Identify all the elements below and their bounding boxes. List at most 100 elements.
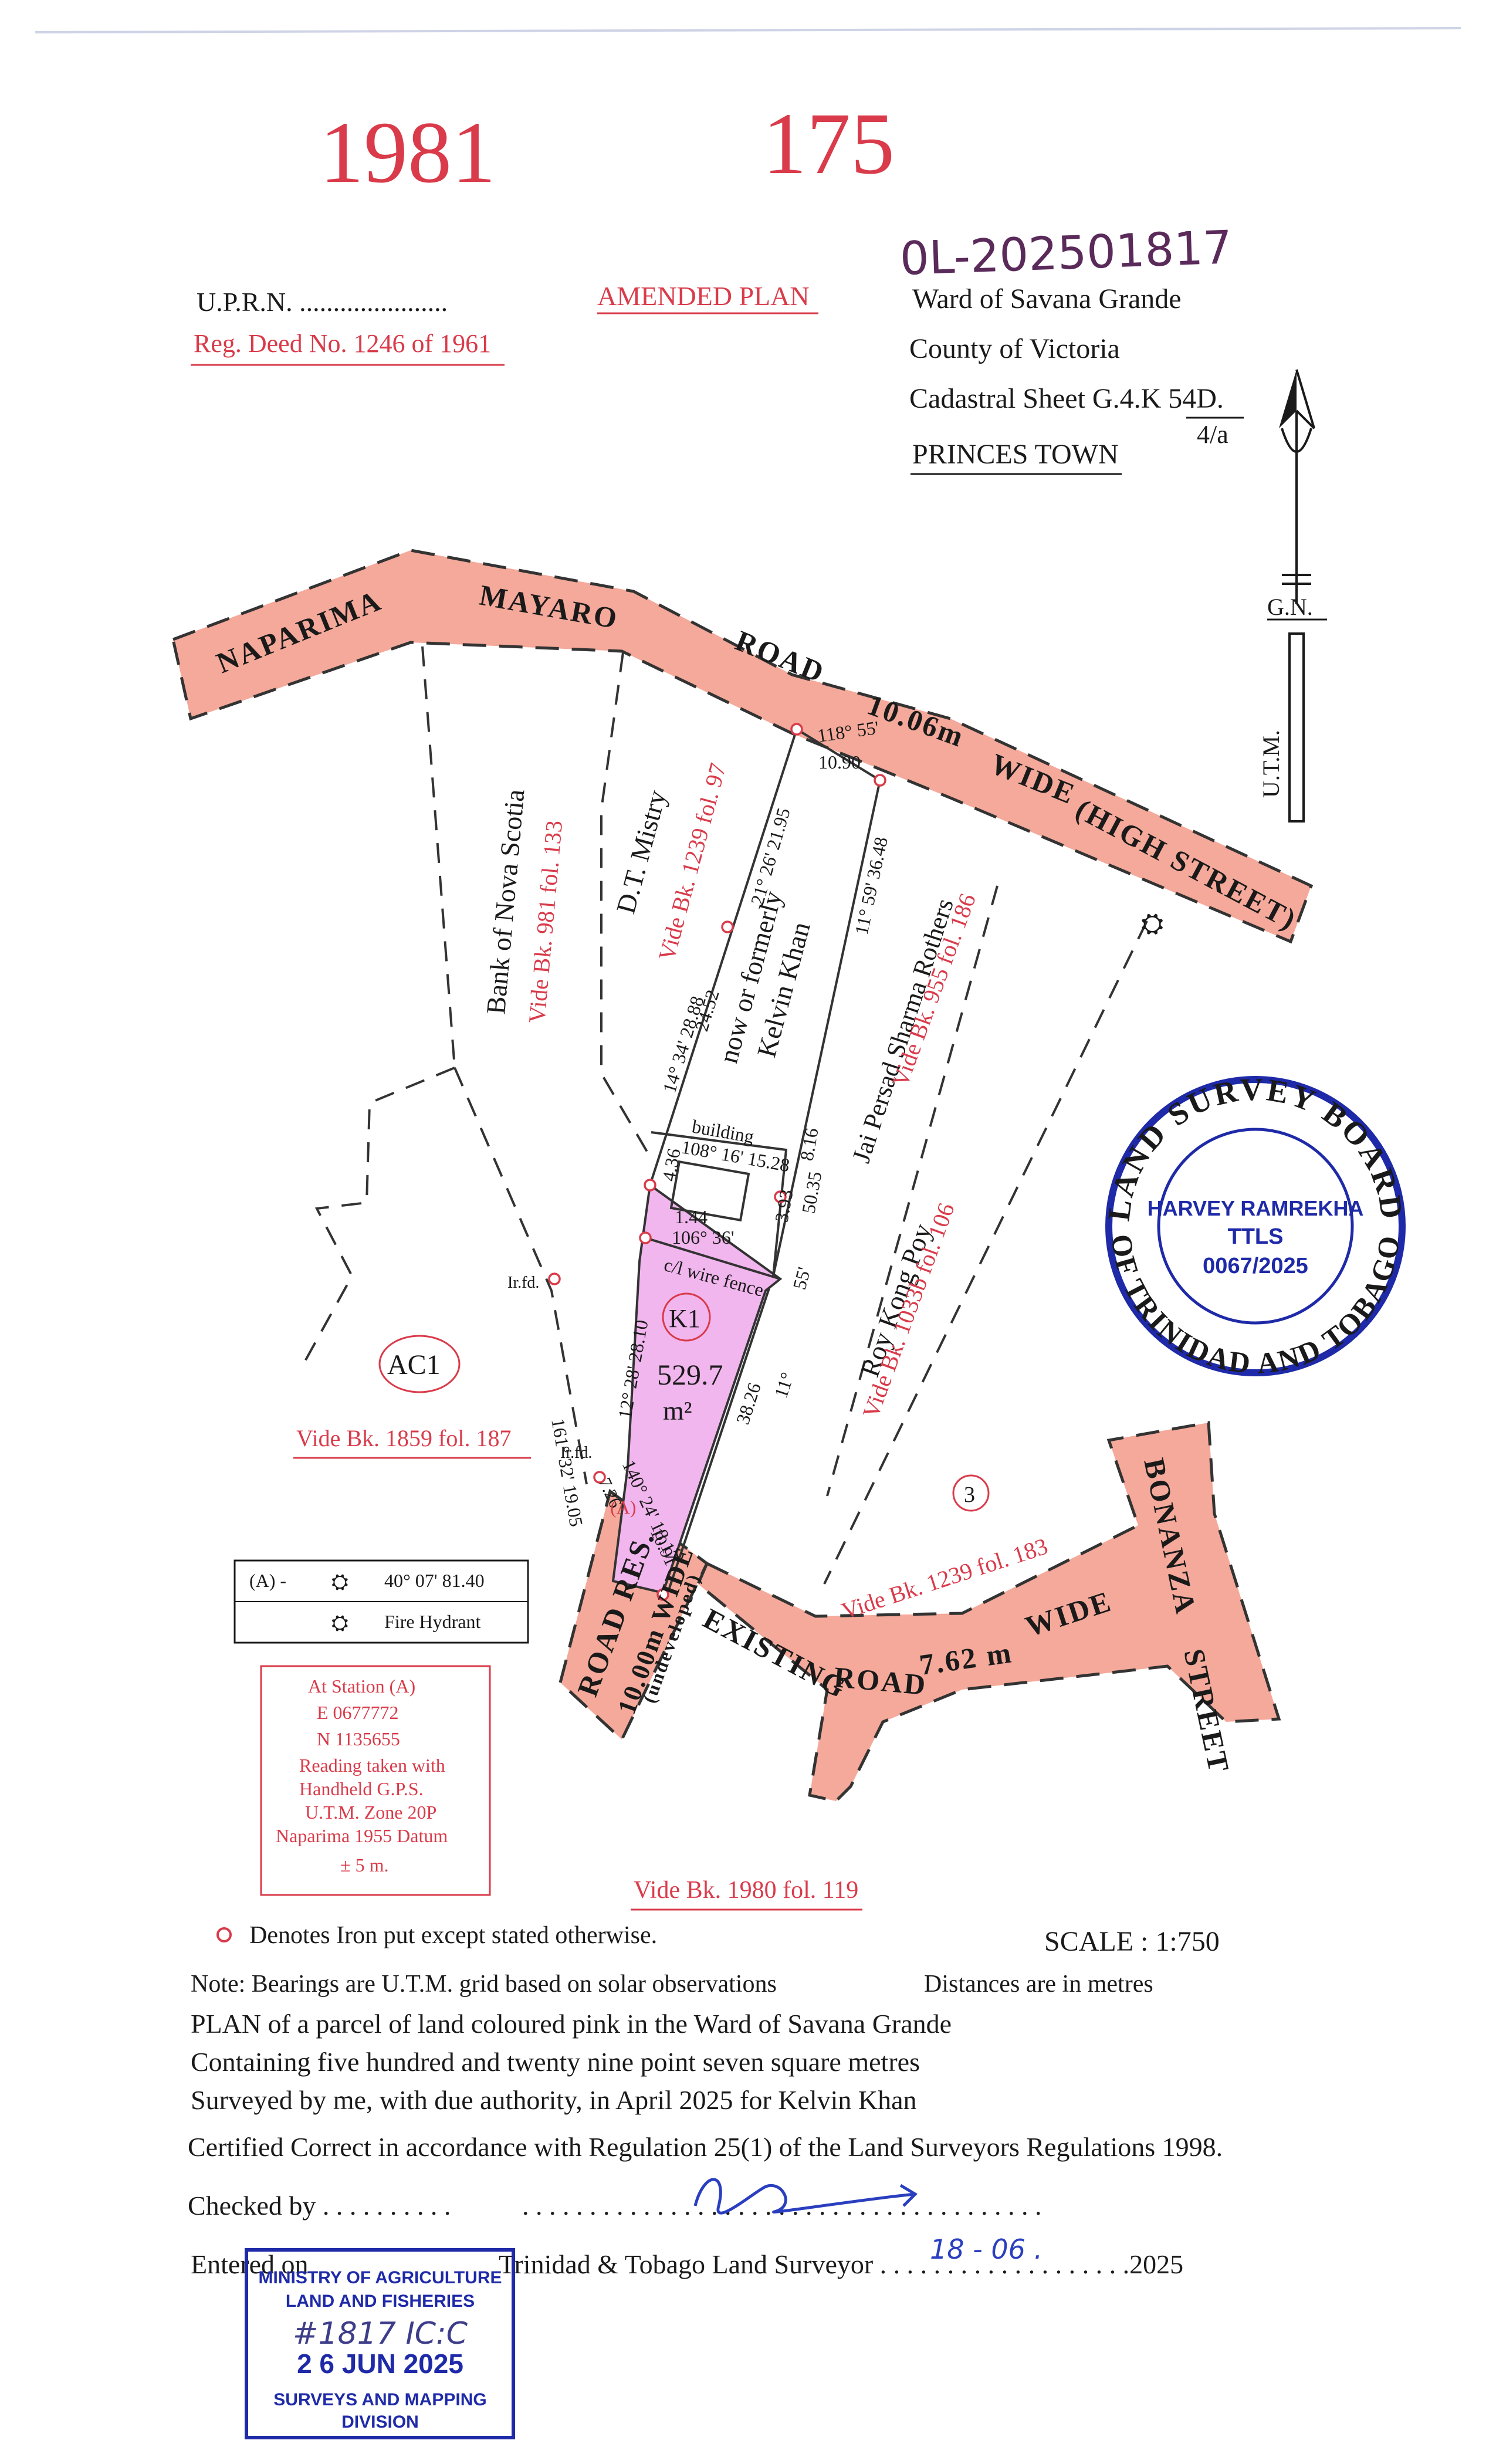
measure-11: 50.35 [797, 1170, 825, 1215]
entered-on: Entered on [191, 2249, 309, 2279]
iron-legend-icon [216, 1927, 232, 1942]
legend-hydrant-label: Fire Hydrant [384, 1611, 481, 1632]
ministry-line-3: #1817 IC:C [293, 2316, 468, 2351]
naparima-mayaro-road [171, 549, 1314, 944]
legend-station-icon: ⛭ [331, 1570, 348, 1594]
handwritten-date: 18 - 06 . [930, 2233, 1043, 2265]
stamp-name: HARVEY RAMREKHA [1148, 1196, 1364, 1220]
checked-by: Checked by . . . . . . . . . . [188, 2191, 451, 2221]
stamp-title: TTLS [1228, 1224, 1284, 1249]
legend-station-label: (A) - [249, 1570, 286, 1591]
owner-mistry-ref: Vide Bk. 1239 fol. 97 [653, 760, 731, 963]
surveyor-line: Trinidad & Tobago Land Surveyor . . . . … [499, 2249, 1183, 2279]
boundary-bank-mistry [600, 652, 652, 1160]
signature-dots: . . . . . . . . . . . . . . . . . . . . … [522, 2191, 1042, 2221]
legend-station-value: 40° 07' 81.40 [384, 1570, 485, 1591]
utm-label: U.T.M. [1258, 730, 1284, 798]
building-outline [651, 1131, 788, 1277]
gps-line-2: E 0677772 [317, 1702, 399, 1723]
cadastral-sheet-label: Cadastral Sheet G.4.K 54D. [909, 383, 1224, 414]
ward-label: Ward of Savana Grande [912, 283, 1182, 314]
gps-line-5: Handheld G.P.S. [299, 1778, 424, 1799]
gps-box [260, 1665, 491, 1896]
iron-marker-7 [548, 1272, 561, 1285]
file-number-a: 1981 [320, 104, 496, 201]
north-arrow-head-left [1279, 370, 1297, 428]
iron-marker-1 [790, 723, 803, 736]
note-distances: Distances are in metres [924, 1971, 1153, 1998]
north-arrow-head-right [1295, 369, 1315, 429]
scan-edge-line [35, 27, 1461, 33]
boundary-bank-west [421, 646, 456, 1068]
building-footprint [669, 1160, 750, 1222]
note-bearings: Note: Bearings are U.T.M. grid based on … [191, 1971, 777, 1998]
plan-description: PLAN of a parcel of land coloured pink i… [191, 2009, 952, 2039]
lot-ac1-ref: Vide Bk. 1859 fol. 187 [296, 1425, 511, 1451]
ministry-line-6: DIVISION [341, 2412, 419, 2432]
measure-13: 106° 36' [672, 1227, 735, 1248]
parcel-area-unit: m² [663, 1396, 692, 1426]
ministry-stamp: MINISTRY OF AGRICULTURE LAND AND FISHERI… [245, 2248, 515, 2439]
measure-19: 11° [770, 1370, 798, 1401]
parcel-area: 529.7 [657, 1358, 723, 1391]
wire-fence-line [645, 1237, 781, 1280]
note-iron: Denotes Iron put except stated otherwise… [249, 1922, 657, 1949]
boundary-ac1-east [453, 1067, 588, 1485]
iron-marker-6 [639, 1231, 652, 1244]
registration-number: 0L-202501817 [899, 221, 1233, 286]
town-label: PRINCES TOWN [912, 439, 1119, 470]
parcel-k1 [611, 1183, 783, 1595]
measure-2: 10.90 [818, 752, 861, 773]
ministry-line-1: MINISTRY OF AGRICULTURE [259, 2268, 502, 2287]
gps-line-7: Naparima 1955 Datum [276, 1825, 448, 1846]
ministry-line-5: SURVEYS AND MAPPING [273, 2390, 486, 2409]
iron-marker-9 [656, 1588, 669, 1601]
stamp-number: 0067/2025 [1203, 1254, 1308, 1278]
iron-marker-3 [721, 920, 734, 933]
plan-containing: Containing five hundred and twenty nine … [191, 2047, 920, 2077]
ministry-stamp-border [245, 2248, 515, 2439]
stamp-outer-ring [1105, 1076, 1406, 1376]
boundary-khan-west [649, 729, 798, 1186]
utm-bar [1288, 632, 1305, 823]
gps-line-4: Reading taken with [299, 1755, 445, 1776]
lot-3: 3 [964, 1483, 975, 1507]
measure-6: 24.52 [691, 987, 723, 1034]
iron-marker-5 [774, 1190, 787, 1203]
measure-21: Ir.fd. [507, 1274, 539, 1292]
file-number-b: 175 [763, 95, 895, 192]
ministry-line-2: LAND AND FISHERIES [286, 2292, 475, 2311]
parcel-label: K1 [669, 1304, 700, 1333]
measure-9: 8.16 [796, 1126, 822, 1162]
lot-3-circle [952, 1474, 990, 1512]
certified-statement: Certified Correct in accordance with Reg… [188, 2132, 1223, 2162]
reg-deed-label: Reg. Deed No. 1246 of 1961 [194, 329, 491, 358]
lot-ac1: AC1 [387, 1349, 441, 1380]
boundary-jai-roy [826, 885, 999, 1497]
ac1-circle [378, 1335, 461, 1393]
measure-14: 3.93 [770, 1188, 797, 1224]
surveyor-signature [693, 2178, 918, 2215]
boundary-ac1-west [304, 1067, 455, 1362]
stamp-inner-ring [1157, 1128, 1354, 1325]
gps-line-8: ± 5 m. [340, 1854, 388, 1876]
iron-marker-4 [644, 1179, 656, 1192]
land-survey-board-stamp: LAND SURVEY BOARD OF TRINIDAD AND TOBAGO… [1101, 1072, 1408, 1380]
gps-line-1: At Station (A) [308, 1676, 415, 1697]
boundary-roy-east [823, 920, 1148, 1585]
measure-22: Ir.fd. [560, 1444, 592, 1462]
county-label: County of Victoria [909, 333, 1120, 364]
boundary-khan-front [796, 728, 881, 781]
k1-circle [662, 1292, 711, 1342]
legend-hydrant-icon: ⛭ [331, 1611, 348, 1635]
gps-line-3: N 1135655 [317, 1728, 400, 1749]
cadastral-sub-label: 4/a [1197, 420, 1228, 449]
bottom-ref: Vide Bk. 1980 fol. 119 [634, 1877, 858, 1904]
note-scale: SCALE : 1:750 [1044, 1926, 1220, 1957]
amended-plan-label: AMENDED PLAN [597, 281, 810, 311]
ministry-line-4: 2 6 JUN 2025 [297, 2348, 463, 2379]
owner-bank-nova-scotia: Bank of Nova Scotia [480, 788, 530, 1016]
uprn-label: U.P.R.N. ...................... [197, 287, 448, 317]
iron-marker-8 [593, 1471, 606, 1484]
